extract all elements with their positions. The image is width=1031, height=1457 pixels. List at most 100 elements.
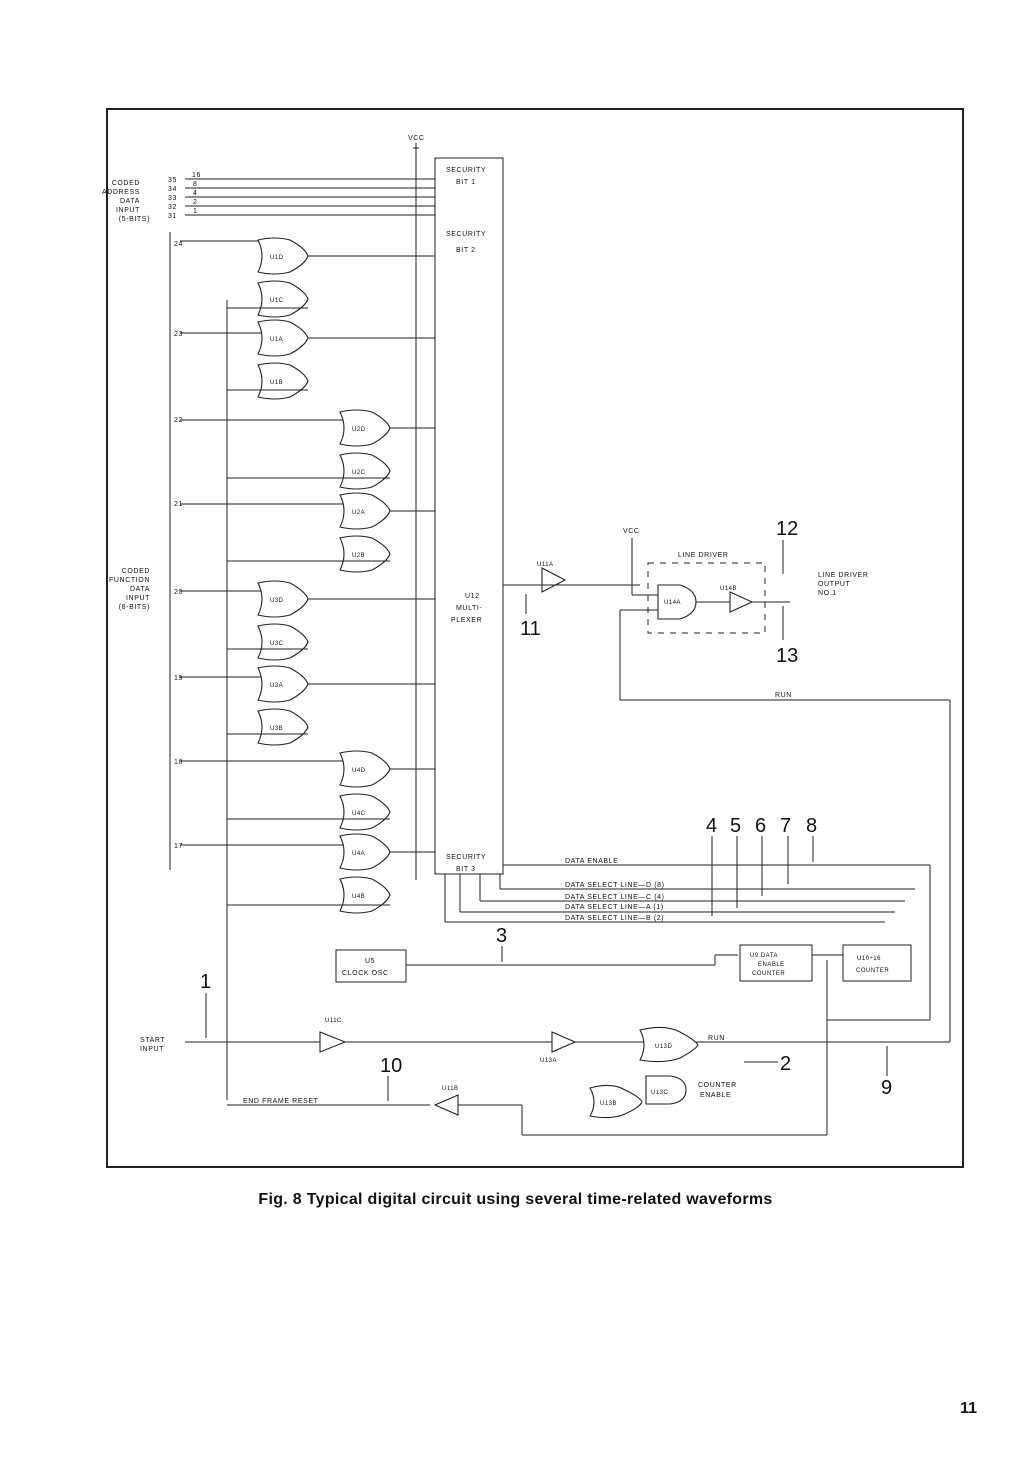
page-number: 11 bbox=[960, 1400, 977, 1417]
svg-text:U11C: U11C bbox=[325, 1018, 342, 1024]
svg-text:U13C: U13C bbox=[651, 1090, 669, 1096]
coded-function-label: CODED FUNCTION DATA INPUT (8-BITS) bbox=[109, 568, 150, 611]
end-frame-reset-label: END FRAME RESET bbox=[243, 1098, 319, 1105]
svg-text:35: 35 bbox=[168, 177, 177, 184]
svg-text:7: 7 bbox=[780, 815, 791, 837]
svg-text:U1A: U1A bbox=[270, 337, 283, 343]
svg-text:LINE DRIVER: LINE DRIVER bbox=[818, 572, 869, 579]
u9-counter: U9 DATA ENABLE COUNTER bbox=[739, 944, 813, 982]
line-driver-label: LINE DRIVER bbox=[678, 552, 729, 559]
address-pins: 35 34 33 32 31 16 8 4 2 1 bbox=[168, 172, 201, 220]
svg-text:COUNTER: COUNTER bbox=[698, 1082, 737, 1089]
svg-text:U1D: U1D bbox=[270, 255, 284, 261]
svg-text:20: 20 bbox=[174, 589, 183, 596]
svg-text:CODED: CODED bbox=[112, 180, 140, 187]
svg-text:2: 2 bbox=[780, 1053, 791, 1075]
svg-text:ENABLE: ENABLE bbox=[700, 1092, 731, 1099]
svg-text:U12: U12 bbox=[465, 593, 480, 600]
clock-osc-u5: U5 CLOCK OSC bbox=[335, 949, 407, 983]
svg-text:8: 8 bbox=[193, 181, 198, 188]
gate-u2b: U2B bbox=[339, 535, 391, 573]
line-driver-output-label: LINE DRIVER OUTPUT NO.1 bbox=[818, 572, 869, 597]
svg-text:U13B: U13B bbox=[600, 1101, 617, 1107]
svg-text:BIT 2: BIT 2 bbox=[456, 247, 476, 254]
svg-text:U10÷16: U10÷16 bbox=[857, 956, 881, 962]
function-input-rows: 24 23 22 21 20 19 18 17 bbox=[174, 240, 350, 850]
gate-u3b: U3B bbox=[257, 708, 309, 746]
svg-text:U4A: U4A bbox=[352, 851, 365, 857]
svg-text:U2D: U2D bbox=[352, 427, 366, 433]
counter-enable-label: COUNTER ENABLE bbox=[698, 1082, 737, 1099]
gate-output-wires bbox=[227, 255, 435, 906]
gate-u13b bbox=[589, 1084, 643, 1119]
svg-text:U11A: U11A bbox=[537, 562, 554, 568]
svg-text:CLOCK OSC: CLOCK OSC bbox=[342, 970, 389, 977]
svg-text:4: 4 bbox=[193, 190, 198, 197]
svg-text:BIT 3: BIT 3 bbox=[456, 866, 476, 873]
svg-text:U14B: U14B bbox=[720, 586, 737, 592]
svg-text:COUNTER: COUNTER bbox=[752, 971, 785, 977]
svg-text:CODED: CODED bbox=[122, 568, 150, 575]
svg-text:1: 1 bbox=[193, 208, 198, 215]
gate-u1a: U1A bbox=[257, 319, 309, 357]
svg-text:DATA SELECT LINE—C (4): DATA SELECT LINE—C (4) bbox=[565, 894, 665, 901]
gate-u1c: U1C bbox=[257, 280, 309, 318]
gate-u11c bbox=[319, 1031, 347, 1053]
svg-text:COUNTER: COUNTER bbox=[856, 968, 889, 974]
svg-text:16: 16 bbox=[192, 172, 201, 179]
svg-text:12: 12 bbox=[776, 518, 798, 540]
svg-text:32: 32 bbox=[168, 204, 177, 211]
svg-text:SECURITY: SECURITY bbox=[446, 167, 486, 174]
line-driver-box bbox=[647, 562, 766, 634]
svg-text:U13D: U13D bbox=[655, 1044, 673, 1050]
svg-text:OUTPUT: OUTPUT bbox=[818, 581, 850, 588]
svg-text:DATA: DATA bbox=[130, 586, 150, 593]
svg-text:INPUT: INPUT bbox=[126, 595, 150, 602]
start-input-label: START INPUT bbox=[140, 1037, 165, 1053]
svg-text:U3B: U3B bbox=[270, 726, 283, 732]
svg-text:10: 10 bbox=[380, 1055, 402, 1077]
svg-text:19: 19 bbox=[174, 675, 183, 682]
svg-text:17: 17 bbox=[174, 843, 183, 850]
svg-text:SECURITY: SECURITY bbox=[446, 231, 486, 238]
gate-u2d: U2D bbox=[339, 409, 391, 447]
svg-text:1: 1 bbox=[200, 971, 211, 993]
svg-text:BIT 1: BIT 1 bbox=[456, 179, 476, 186]
svg-text:(5-BITS): (5-BITS) bbox=[119, 216, 150, 223]
svg-text:U2A: U2A bbox=[352, 510, 365, 516]
callouts: 1 2 3 4 5 6 7 8 9 10 11 12 13 bbox=[200, 518, 892, 1101]
svg-text:8: 8 bbox=[806, 815, 817, 837]
security-bit-2: SECURITY BIT 2 bbox=[446, 231, 486, 254]
svg-text:U4C: U4C bbox=[352, 811, 366, 817]
svg-text:VCC: VCC bbox=[623, 528, 640, 535]
svg-text:RUN: RUN bbox=[775, 692, 792, 699]
svg-text:U3C: U3C bbox=[270, 641, 284, 647]
svg-text:U2B: U2B bbox=[352, 553, 365, 559]
svg-text:34: 34 bbox=[168, 186, 177, 193]
svg-text:U2C: U2C bbox=[352, 470, 366, 476]
gate-u3c: U3C bbox=[257, 623, 309, 661]
svg-text:START: START bbox=[140, 1037, 165, 1044]
svg-text:2: 2 bbox=[193, 199, 198, 206]
gate-u1b: U1B bbox=[257, 362, 309, 400]
svg-text:MULTI-: MULTI- bbox=[456, 605, 482, 612]
svg-text:U4D: U4D bbox=[352, 768, 366, 774]
gate-u3a: U3A bbox=[257, 665, 309, 703]
coded-address-label: CODED ADDRESS DATA INPUT (5-BITS) bbox=[102, 180, 150, 223]
svg-text:U13A: U13A bbox=[540, 1058, 557, 1064]
svg-text:22: 22 bbox=[174, 417, 183, 424]
svg-text:RUN: RUN bbox=[708, 1035, 725, 1042]
svg-text:3: 3 bbox=[496, 925, 507, 947]
svg-text:U3A: U3A bbox=[270, 683, 283, 689]
gate-u11a bbox=[541, 567, 567, 593]
svg-text:31: 31 bbox=[168, 213, 177, 220]
svg-text:33: 33 bbox=[168, 195, 177, 202]
svg-text:13: 13 bbox=[776, 645, 798, 667]
schematic-frame bbox=[106, 108, 964, 1168]
svg-text:23: 23 bbox=[174, 331, 183, 338]
svg-text:U9 DATA: U9 DATA bbox=[750, 953, 778, 959]
svg-text:6: 6 bbox=[755, 815, 766, 837]
gate-u3d: U3D bbox=[257, 580, 309, 618]
svg-text:INPUT: INPUT bbox=[116, 207, 140, 214]
